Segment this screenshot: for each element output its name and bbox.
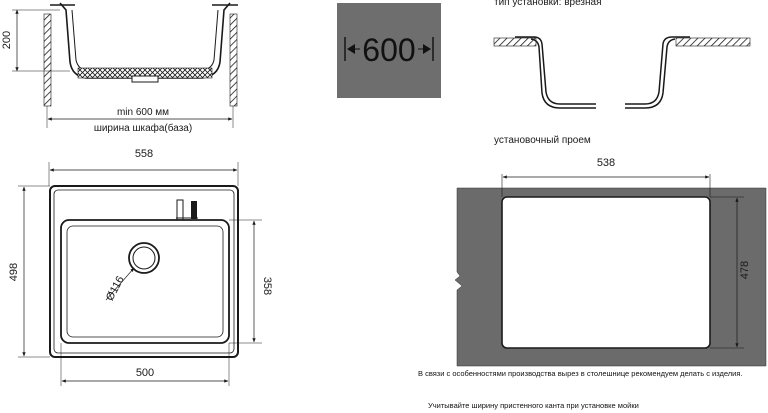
sink-profile-right xyxy=(625,36,690,105)
cabinet-width-label: ширина шкафа(база) xyxy=(94,122,192,134)
cutout-width-label: 538 xyxy=(597,157,615,169)
drain-stub xyxy=(131,75,159,83)
countertop-right-section xyxy=(675,37,751,47)
cutout-opening xyxy=(501,196,711,349)
cutout-height-label: 478 xyxy=(739,261,751,279)
sink-bowl xyxy=(60,219,230,344)
bowl-width-label: 500 xyxy=(136,367,154,379)
height-dimension-label: 200 xyxy=(1,31,13,49)
side-view: 200 min 600 мм ширина шкафа(база) xyxy=(1,2,238,134)
edge-width-note: Учитывайте ширину пристенного канта при … xyxy=(428,401,639,410)
cabinet-wall-right xyxy=(229,13,238,107)
top-view: 558 498 Ø116 358 500 xyxy=(8,148,273,386)
sink-side-profile xyxy=(59,2,231,79)
installation-type-label: тип установки: врезная xyxy=(494,0,602,8)
overall-height-label: 498 xyxy=(8,263,20,281)
double-arrow-icon xyxy=(344,37,434,61)
installation-type-view: тип установки: врезная xyxy=(493,0,751,109)
faucet-hole xyxy=(176,199,184,221)
sink-profile-left xyxy=(515,36,596,105)
cutout-title: установочный проем xyxy=(494,135,591,146)
cutout-recommendation-note: В связи с особенностями производства выр… xyxy=(418,369,743,378)
overall-width-label: 558 xyxy=(135,148,153,160)
countertop-left-section xyxy=(493,37,537,47)
min-width-label: min 600 мм xyxy=(117,107,169,118)
bowl-depth-label: 358 xyxy=(261,277,273,295)
cutout-view: установочный проем 538 478 xyxy=(454,135,767,367)
badge-value: 600 xyxy=(362,32,415,68)
cabinet-size-badge: 600 xyxy=(337,3,441,98)
cabinet-wall-left xyxy=(43,13,52,107)
